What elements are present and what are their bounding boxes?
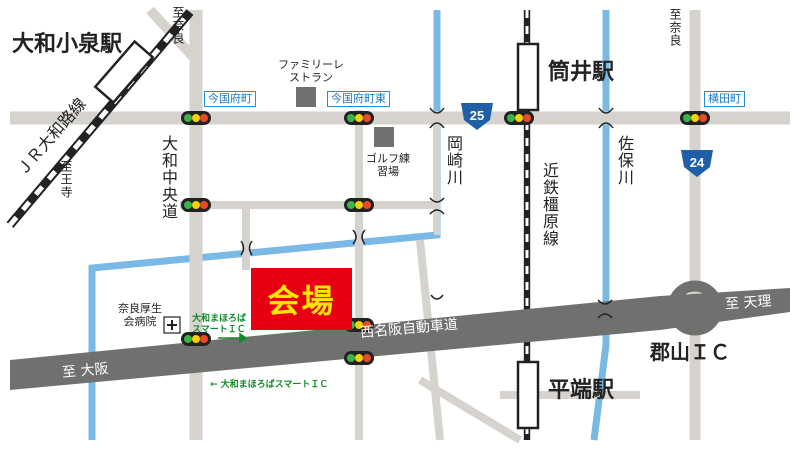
koizumi-station-box: [93, 39, 155, 105]
to-osaka-label: 至 大阪: [61, 361, 110, 381]
koriyama-ic-ring: [667, 280, 723, 336]
okazaki-river-label: 岡崎川: [444, 135, 463, 186]
smart-ic-label-lower: ← 大和まほろばスマートＩＣ: [210, 380, 329, 390]
tsutsui-station-box: [516, 42, 540, 112]
saho-river-label: 佐保川: [615, 135, 634, 186]
intersection-yokota: 横田町: [704, 91, 745, 107]
jr-railway: [6, 9, 194, 228]
family-restaurant-marker: [296, 87, 316, 107]
signal: [344, 111, 374, 125]
yamato-chuo-road-label: 大和中央道: [159, 135, 178, 220]
expressway: [10, 280, 790, 390]
golf-label: ゴルフ練習場: [366, 152, 410, 178]
venue-marker: 会場: [251, 268, 352, 330]
signal: [181, 332, 211, 346]
to-tenri-label: 至 天理: [724, 293, 773, 313]
signal: [344, 198, 374, 212]
smart-ic-label-top: 大和まほろば: [192, 314, 247, 324]
route-25-badge: 25: [461, 103, 493, 130]
route-24-badge: 24: [681, 150, 713, 177]
route-25-label: 25: [470, 108, 484, 123]
hirahata-station-label: 平端駅: [548, 378, 615, 403]
family-restaurant-label: ファミリーレストラン: [278, 58, 344, 84]
to-nara-left-label: 至奈良: [171, 6, 185, 45]
road-lower-right: [417, 376, 523, 444]
signal: [344, 351, 374, 365]
hirahata-station-box: [516, 360, 540, 430]
golf-marker: [374, 127, 394, 147]
hospital-label: 奈良厚生会病院: [118, 302, 162, 328]
smart-ic-arrows: [218, 332, 248, 344]
intersection-imakokufu-east: 今国府町東: [327, 91, 390, 107]
signal: [181, 111, 211, 125]
tsutsui-station-label: 筒井駅: [548, 60, 615, 85]
signal: [504, 111, 534, 125]
koriyama-ic-label: 郡山ＩＣ: [650, 340, 730, 364]
to-nara-right-label: 至奈良: [668, 8, 682, 47]
to-oji-label: 至王寺: [59, 160, 73, 199]
hospital-marker: [163, 316, 181, 334]
koizumi-station-label: 大和小泉駅: [12, 32, 123, 57]
station-boxes: [93, 39, 540, 430]
route-24-label: 24: [690, 155, 705, 170]
kintetsu-line-label: 近鉄橿原線: [540, 162, 559, 247]
smart-ic-label-bottom: スマートＩＣ: [192, 325, 246, 335]
signal: [181, 198, 211, 212]
signal: [680, 111, 710, 125]
bridge-marks: [240, 107, 614, 319]
intersection-imakokufu: 今国府町: [204, 91, 256, 107]
